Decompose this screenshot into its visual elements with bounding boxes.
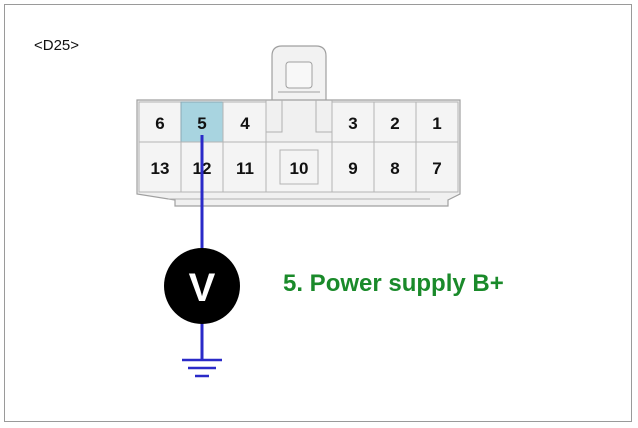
locking-tab xyxy=(271,45,327,100)
pin-label-5: 5 xyxy=(197,114,206,133)
pin-row-top xyxy=(138,101,459,143)
pin-cell-11 xyxy=(222,141,267,193)
ground-icon xyxy=(182,358,222,378)
pin-label-11: 11 xyxy=(236,159,254,178)
pin-cell-1 xyxy=(415,101,459,143)
pin-label-1: 1 xyxy=(432,114,441,133)
pin-label-8: 8 xyxy=(390,159,399,178)
pin-label-10: 10 xyxy=(290,159,309,178)
pin-cell-7 xyxy=(415,141,459,193)
pin-label-6: 6 xyxy=(155,114,164,133)
voltmeter-symbol: V xyxy=(189,266,216,310)
pin-cell-13 xyxy=(138,141,182,193)
pin-label-2: 2 xyxy=(390,114,399,133)
voltmeter-icon: V xyxy=(164,248,240,324)
pin-cell-9 xyxy=(331,141,375,193)
pin-label-3: 3 xyxy=(348,114,357,133)
pin-cell-4 xyxy=(222,101,267,143)
pin-label-13: 13 xyxy=(151,159,170,178)
pin-function-caption: 5. Power supply B+ xyxy=(283,270,504,297)
pin-cell-8 xyxy=(373,141,417,193)
pin-label-7: 7 xyxy=(432,159,441,178)
connector-id-label: <D25> xyxy=(34,37,80,54)
pin-label-4: 4 xyxy=(240,114,250,133)
pin-cell-3 xyxy=(331,101,375,143)
pin-cell-2 xyxy=(373,101,417,143)
pin-label-9: 9 xyxy=(348,159,357,178)
